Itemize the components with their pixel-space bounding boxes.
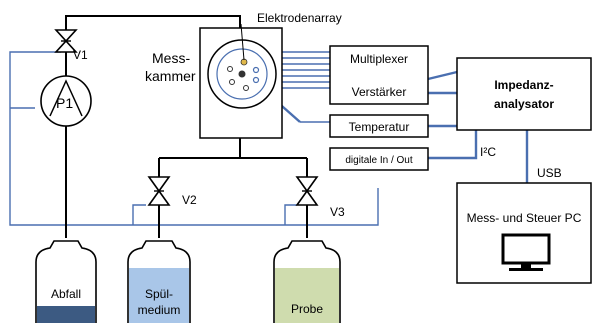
valve-v2-label: V2 (182, 193, 197, 207)
multiplexer-amplifier: Multiplexer Verstärker (329, 45, 429, 105)
electrode (227, 66, 233, 72)
electrode-array-pointer (240, 23, 245, 61)
amplifier-label: Verstärker (352, 85, 407, 99)
monitor-icon (501, 233, 551, 271)
waste-fill (37, 306, 95, 323)
valve-v3-label: V3 (330, 205, 345, 219)
chamber-label-line2: kammer (145, 68, 196, 84)
valve-v3: V3 (295, 176, 345, 219)
electrode (243, 85, 249, 91)
electrode-array-label: Elektrodenarray (257, 11, 342, 25)
waste-bottle-icon (35, 240, 97, 323)
usb-label: USB (537, 166, 562, 180)
electrode (229, 79, 235, 85)
electrode (252, 66, 260, 74)
bottle-rinse: Spül- medium (127, 240, 191, 323)
valve-v1: V1 (54, 29, 88, 62)
sample-fill (275, 268, 339, 323)
multiplexer-box (329, 45, 429, 105)
temperature-module: Temperatur (329, 114, 429, 138)
impedance-analyzer: Impedanz- analysator I²C USB (456, 57, 592, 180)
impedance-label-line2: analysator (494, 97, 554, 111)
temperature-box (329, 114, 429, 138)
control-lines (9, 51, 529, 226)
digital-io-label: digitale In / Out (345, 155, 412, 166)
pump-icon (40, 75, 92, 127)
temperature-label: Temperatur (349, 120, 410, 134)
pc-label: Mess- und Steuer PC (467, 211, 582, 225)
rinse-label-line1: Spül- (145, 287, 173, 301)
digital-io-module: digitale In / Out (329, 147, 429, 171)
bottle-waste: Abfall (35, 240, 97, 323)
sample-label: Probe (291, 302, 323, 316)
impedance-analyzer-box (456, 57, 592, 131)
pump-p1: P1 (40, 75, 92, 127)
valve-v2: V2 (147, 176, 197, 207)
valve-v1-label: V1 (73, 48, 88, 62)
electrode (252, 76, 260, 84)
i2c-label: I²C (480, 145, 496, 159)
measurement-chamber: Elektrodenarray Mess- kammer (145, 11, 342, 139)
rinse-label-line2: medium (138, 303, 181, 317)
bottle-sample: Probe (273, 240, 341, 323)
control-pc: Mess- und Steuer PC (456, 182, 592, 284)
waste-label: Abfall (51, 287, 81, 301)
electrode-center (238, 70, 246, 78)
pump-label: P1 (56, 95, 73, 111)
electrode-array-ring (216, 48, 268, 100)
digital-io-box (329, 147, 429, 171)
rinse-fill (129, 268, 189, 323)
chamber-label-line1: Mess- (152, 50, 190, 66)
impedance-label-line1: Impedanz- (494, 78, 553, 92)
multiplexer-label: Multiplexer (350, 52, 408, 66)
